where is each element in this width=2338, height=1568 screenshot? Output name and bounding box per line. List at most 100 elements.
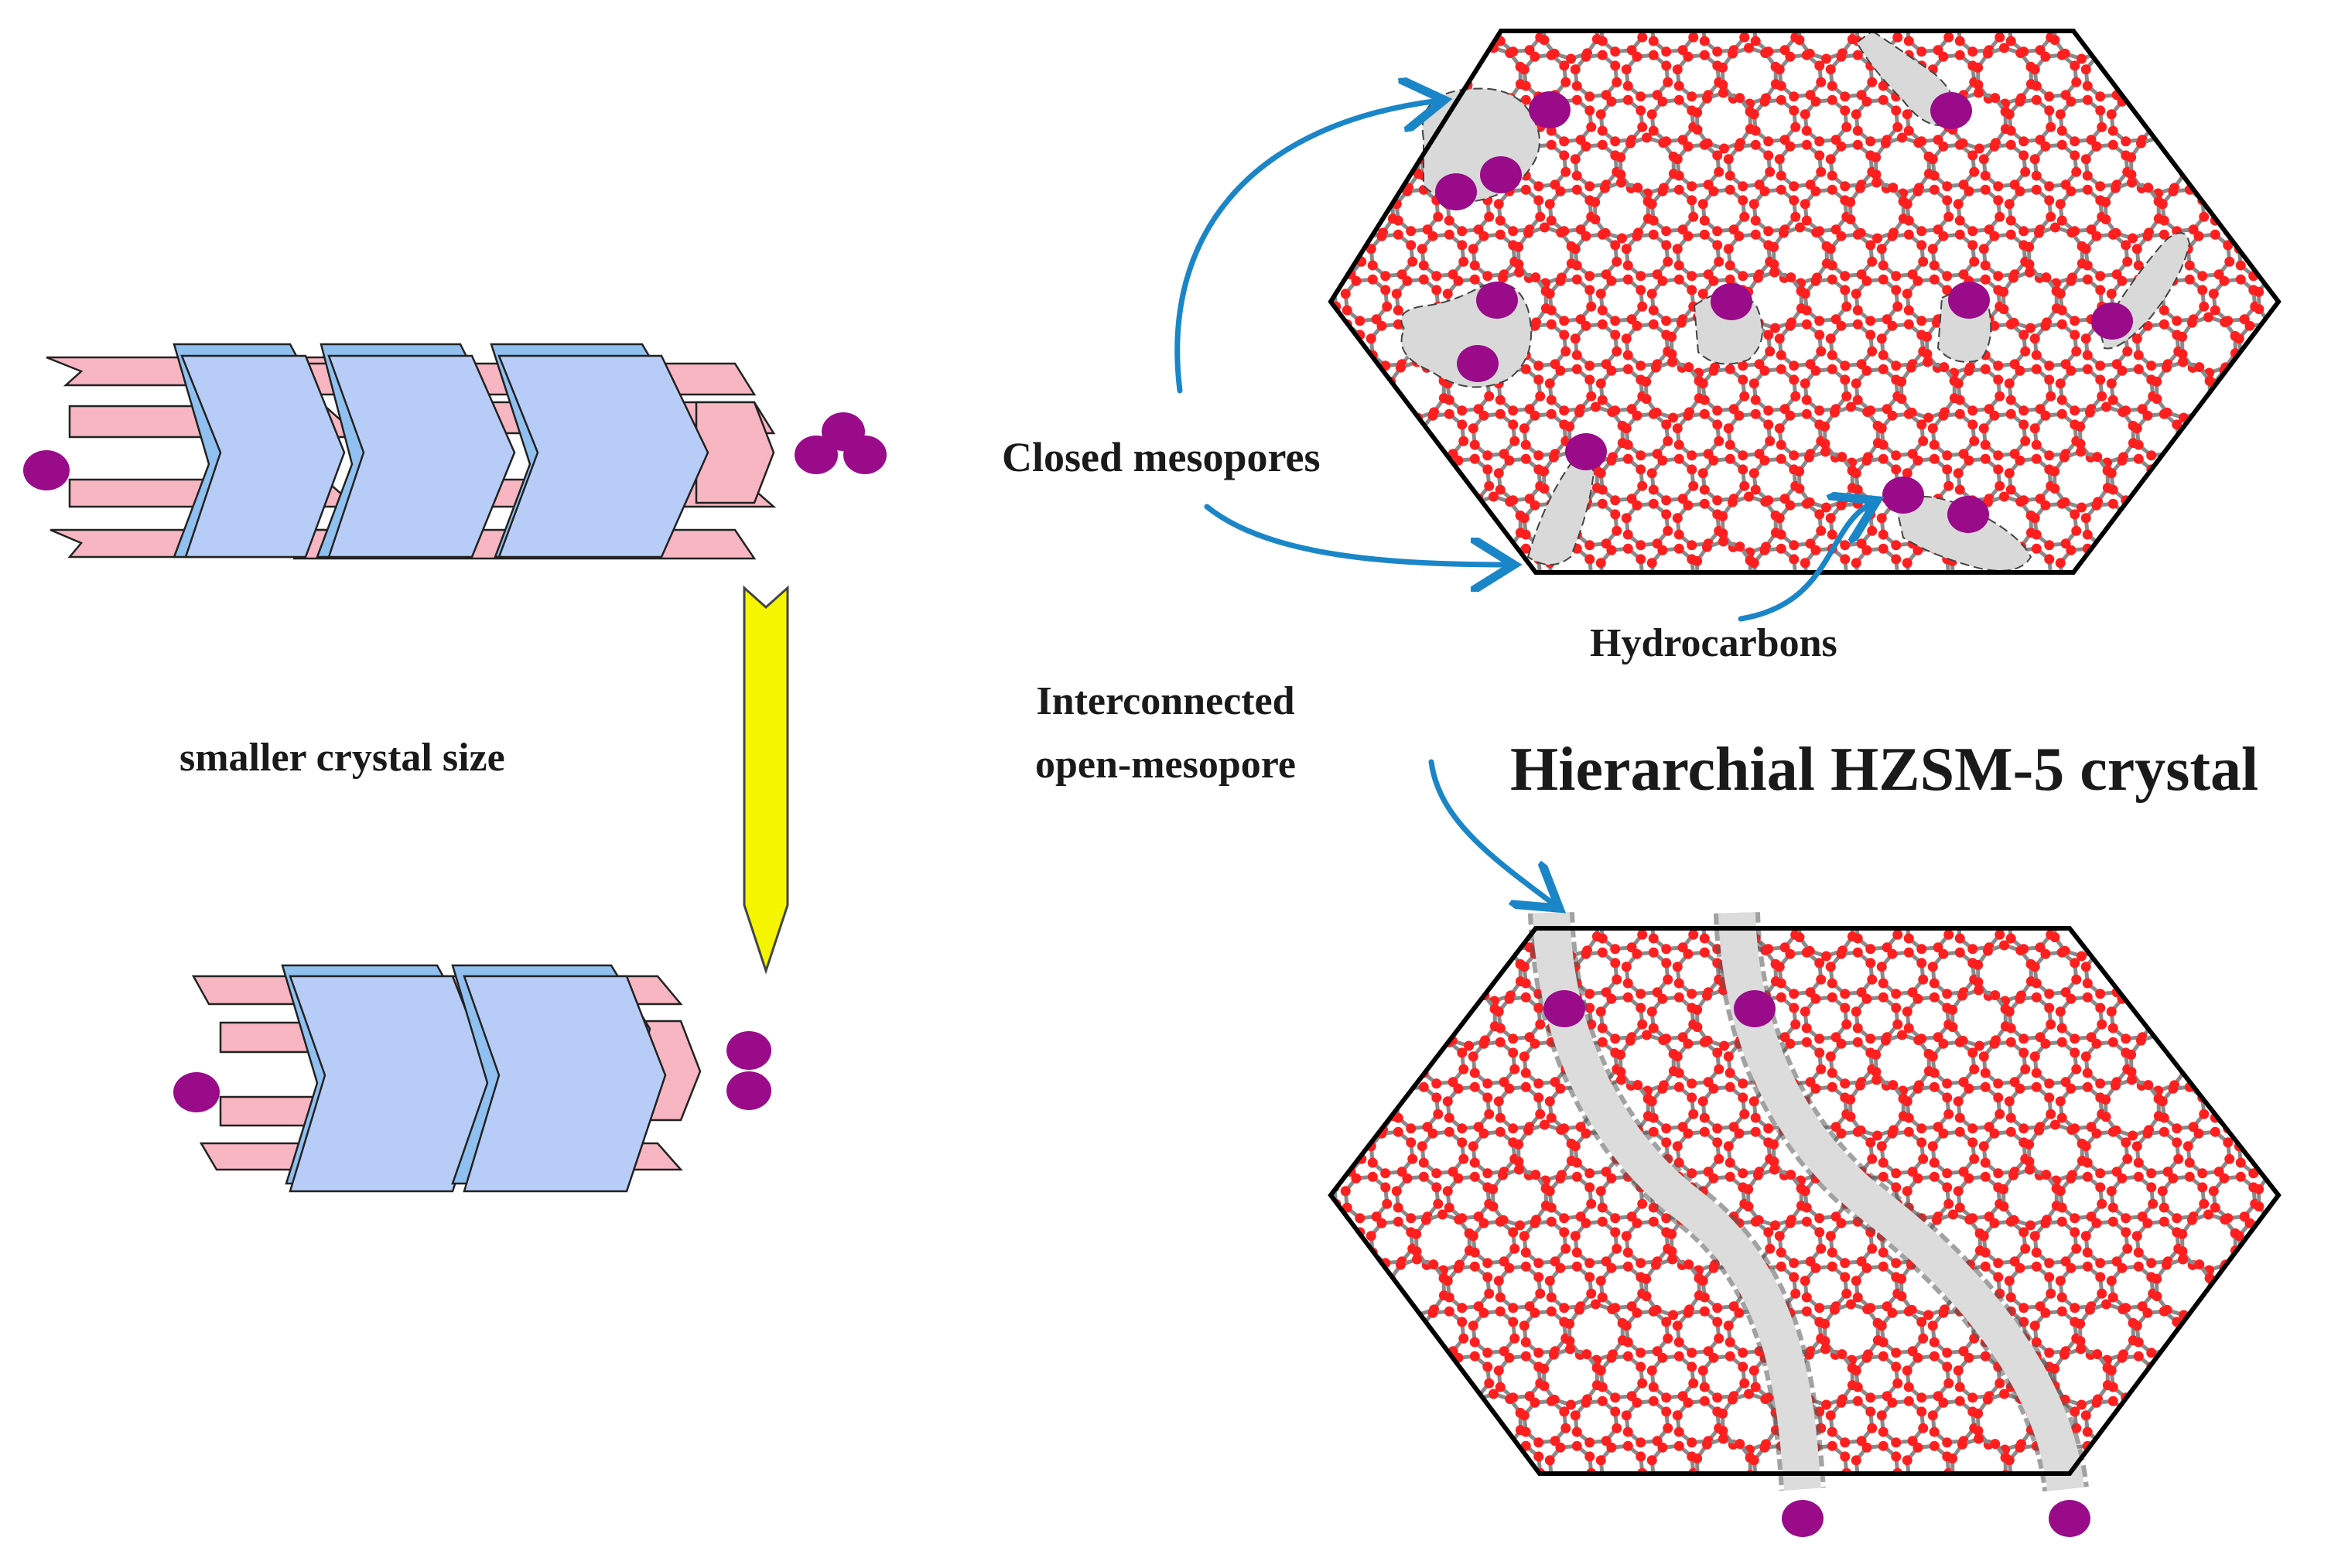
framework-oxygen-atom (1431, 1078, 1442, 1089)
large-crystal-stack (46, 343, 777, 560)
framework-oxygen-atom (2107, 1202, 2118, 1213)
framework-oxygen-atom (1978, 154, 1989, 165)
framework-oxygen-atom (1407, 436, 1418, 446)
framework-oxygen-atom (1927, 244, 1938, 255)
framework-oxygen-atom (1331, 105, 1340, 116)
framework-oxygen-atom (1876, 1410, 1887, 1421)
framework-oxygen-atom (1331, 1349, 1337, 1360)
framework-oxygen-atom (2071, 346, 2082, 357)
framework-oxygen-atom (1546, 305, 1557, 316)
small-crystal-stack (191, 964, 702, 1193)
framework-oxygen-atom (1294, 4, 1304, 14)
framework-oxygen-atom (1708, 455, 1719, 466)
framework-oxygen-atom (1548, 1349, 1559, 1360)
framework-oxygen-atom (1376, 51, 1387, 62)
framework-oxygen-atom (2040, 1038, 2051, 1049)
framework-oxygen-atom (2106, 1455, 2117, 1466)
framework-oxygen-atom (1980, 1068, 1991, 1078)
framework-ring (2262, 31, 2278, 54)
framework-oxygen-atom (2082, 94, 2093, 105)
framework-oxygen-atom (1699, 408, 1710, 419)
framework-oxygen-atom (1916, 46, 1927, 57)
framework-oxygen-atom (2194, 1259, 2205, 1270)
framework-oxygen-atom (2245, 93, 2256, 104)
framework-oxygen-atom (1351, 275, 1362, 286)
framework-oxygen-atom (1351, 365, 1362, 376)
framework-oxygen-atom (1393, 50, 1403, 60)
framework-oxygen-atom (2197, 540, 2208, 551)
framework-ring (1573, 1219, 1619, 1266)
framework-oxygen-atom (1735, 1484, 1745, 1494)
framework-oxygen-atom (1811, 227, 1822, 238)
framework-oxygen-atom (1380, 1348, 1391, 1358)
framework-oxygen-atom (1697, 1096, 1708, 1107)
framework-oxygen-atom (1340, 1365, 1351, 1376)
framework-oxygen-atom (1371, 1391, 1382, 1402)
framework-oxygen-atom (2082, 80, 2093, 91)
framework-oxygen-atom (2091, 500, 2102, 511)
framework-oxygen-atom (2184, 529, 2195, 540)
framework-oxygen-atom (1472, 541, 1483, 552)
framework-oxygen-atom (1891, 450, 1902, 461)
framework-oxygen-atom (1636, 1437, 1646, 1448)
framework-oxygen-atom (2203, 555, 2213, 566)
framework-oxygen-atom (1470, 5, 1480, 15)
framework-oxygen-atom (1939, 362, 1950, 373)
framework-oxygen-atom (2169, 138, 2179, 149)
framework-oxygen-atom (1801, 50, 1812, 60)
framework-oxygen-atom (1336, 1362, 1347, 1373)
framework-ring (2007, 995, 2053, 1041)
framework-oxygen-atom (1525, 1481, 1535, 1491)
framework-oxygen-atom (2213, 538, 2224, 549)
framework-oxygen-atom (1657, 1352, 1668, 1363)
framework-oxygen-atom (2203, 312, 2213, 323)
framework-oxygen-atom (1380, 1451, 1391, 1462)
molecule-exiting-large (843, 436, 887, 474)
framework-oxygen-atom (2091, 141, 2102, 152)
framework-oxygen-atom (2044, 360, 2055, 371)
framework-oxygen-atom (1852, 395, 1863, 405)
framework-oxygen-atom (1462, 528, 1473, 539)
framework-oxygen-atom (1508, 1317, 1519, 1327)
framework-oxygen-atom (2230, 1040, 2241, 1051)
framework-oxygen-atom (2261, 1037, 2271, 1047)
framework-oxygen-atom (1559, 405, 1570, 416)
framework-oxygen-atom (1785, 141, 1796, 152)
framework-oxygen-atom (1750, 229, 1761, 240)
framework-oxygen-atom (1336, 931, 1347, 942)
framework-oxygen-atom (1648, 933, 1659, 944)
framework-oxygen-atom (1929, 1171, 1940, 1182)
framework-oxygen-atom (1942, 1078, 1953, 1089)
framework-oxygen-atom (1504, 1442, 1515, 1453)
framework-oxygen-atom (1442, 468, 1453, 479)
framework-oxygen-atom (1865, 1137, 1876, 1148)
framework-ring (1726, 232, 1772, 278)
framework-oxygen-atom (1902, 558, 1912, 569)
framework-oxygen-atom (1342, 933, 1352, 944)
framework-oxygen-atom (1453, 7, 1463, 17)
framework-oxygen-atom (1980, 1261, 1991, 1272)
framework-oxygen-atom (2248, 450, 2259, 461)
framework-oxygen-atom (1559, 316, 1570, 326)
framework-oxygen-atom (1943, 929, 1954, 940)
framework-oxygen-atom (1427, 410, 1438, 421)
framework-oxygen-atom (1942, 450, 1953, 461)
framework-oxygen-atom (1610, 1482, 1620, 1492)
framework-oxygen-atom (1495, 1471, 1506, 1474)
framework-oxygen-atom (1351, 993, 1362, 1004)
framework-ring (1394, 1085, 1441, 1131)
framework-oxygen-atom (2248, 15, 2258, 26)
framework-oxygen-atom (1918, 1333, 1929, 1344)
framework-oxygen-atom (1612, 1423, 1622, 1433)
framework-oxygen-atom (1674, 903, 1684, 913)
framework-oxygen-atom (1610, 136, 1621, 147)
framework-oxygen-atom (1840, 374, 1851, 385)
framework-oxygen-atom (2126, 1067, 2137, 1078)
framework-oxygen-atom (2018, 1227, 2029, 1238)
framework-oxygen-atom (2107, 1382, 2118, 1392)
framework-oxygen-atom (1317, 1082, 1327, 1092)
framework-oxygen-atom (1391, 468, 1402, 479)
framework-ring (1930, 1399, 1977, 1445)
framework-oxygen-atom (1903, 408, 1914, 419)
framework-oxygen-atom (2044, 554, 2055, 565)
